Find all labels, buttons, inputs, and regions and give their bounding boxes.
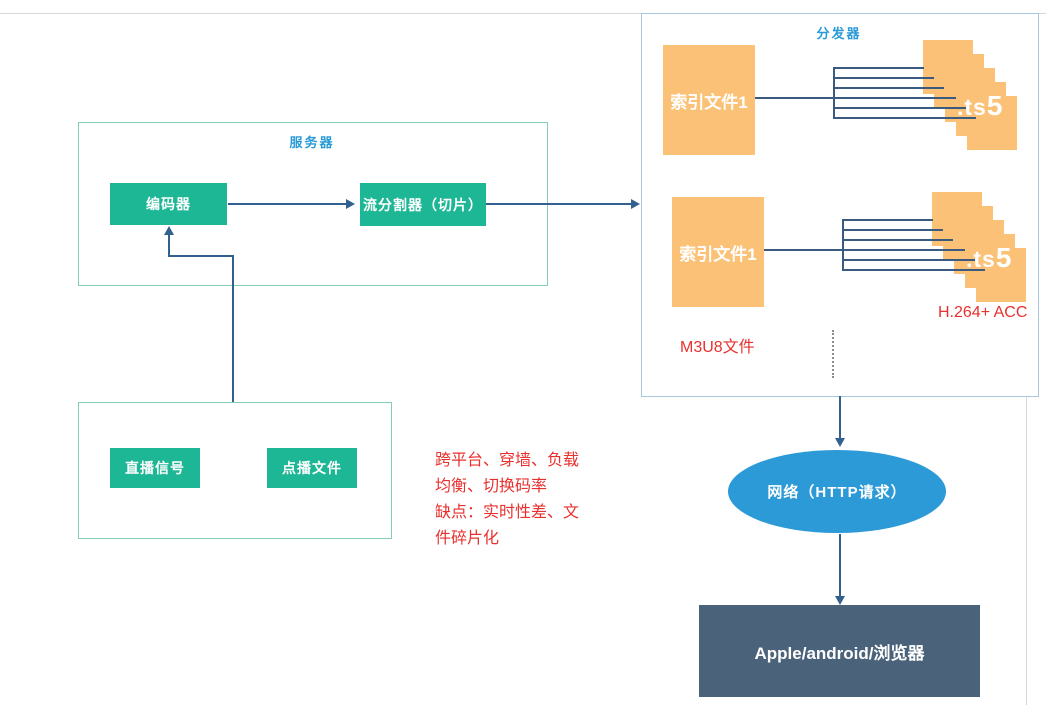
ts-ext-label: .ts xyxy=(966,246,996,272)
ts-page xyxy=(932,192,982,246)
sources-connector-up-segment xyxy=(168,234,170,257)
index-file-label-2: 索引文件1 xyxy=(679,244,757,264)
pros-cons-note: 跨平台、穿墙、负载 均衡、切换码率 缺点：实时性差、文 件碎片化 xyxy=(435,452,580,547)
sources-connector-vertical xyxy=(232,255,234,402)
distributor-to-network-arrow-line xyxy=(839,396,841,438)
ts-ext-label: .ts xyxy=(957,94,987,120)
index-file-box-1: 索引文件1 xyxy=(663,45,755,155)
stream-line xyxy=(842,229,943,231)
slicer-label: 流分割器（切片） xyxy=(363,196,483,213)
ts-stack-label-1: .ts5 xyxy=(957,90,1003,122)
encoder-box: 编码器 xyxy=(110,183,227,225)
stream-line xyxy=(833,117,976,119)
m3u8-label: M3U8文件 xyxy=(680,339,755,356)
slicer-to-distributor-arrowhead xyxy=(631,199,640,209)
slicer-to-distributor-arrow-line xyxy=(486,203,632,205)
network-label: 网络（HTTP请求） xyxy=(767,484,907,501)
stream-line xyxy=(833,67,924,69)
page-divider-line xyxy=(0,13,1046,14)
ts-page xyxy=(923,40,973,94)
sources-container-frame xyxy=(78,402,392,539)
page-edge-line xyxy=(1026,396,1027,705)
ts-count: 5 xyxy=(995,242,1013,273)
distributor-title: 分发器 xyxy=(816,26,862,41)
codec-label: H.264+ ACC xyxy=(938,304,1028,321)
index-file-label-1: 索引文件1 xyxy=(670,92,748,112)
distributor-to-network-arrowhead xyxy=(835,438,845,447)
stream-line xyxy=(833,87,944,89)
stream-line xyxy=(842,239,953,241)
client-box: Apple/android/浏览器 xyxy=(699,605,980,697)
live-signal-box: 直播信号 xyxy=(110,448,200,488)
encoder-to-slicer-arrow-line xyxy=(228,203,347,205)
server-title: 服务器 xyxy=(289,135,335,150)
stream-line xyxy=(842,219,933,221)
vod-file-box: 点播文件 xyxy=(267,448,357,488)
encoder-label: 编码器 xyxy=(146,196,191,212)
continuation-dotted-line xyxy=(832,330,834,378)
stream-line xyxy=(842,269,985,271)
ts-count: 5 xyxy=(986,90,1004,121)
network-to-client-arrowhead xyxy=(835,596,845,605)
sources-to-encoder-arrowhead xyxy=(164,226,174,235)
index-file-box-2: 索引文件1 xyxy=(672,197,764,307)
stream-line-connector xyxy=(764,249,965,251)
network-to-client-arrow-line xyxy=(839,534,841,596)
stream-line-connector xyxy=(755,97,956,99)
stream-lines-bus xyxy=(833,67,835,119)
encoder-to-slicer-arrowhead xyxy=(346,199,355,209)
client-label: Apple/android/浏览器 xyxy=(754,643,925,663)
vod-file-label: 点播文件 xyxy=(282,460,342,476)
stream-line xyxy=(833,77,934,79)
stream-line xyxy=(842,259,975,261)
sources-connector-horizontal xyxy=(168,255,234,257)
stream-line xyxy=(833,107,966,109)
live-signal-label: 直播信号 xyxy=(125,460,185,476)
slicer-box: 流分割器（切片） xyxy=(360,183,486,226)
ts-stack-label-2: .ts5 xyxy=(966,242,1012,274)
network-ellipse: 网络（HTTP请求） xyxy=(728,450,946,533)
stream-lines-bus xyxy=(842,219,844,271)
